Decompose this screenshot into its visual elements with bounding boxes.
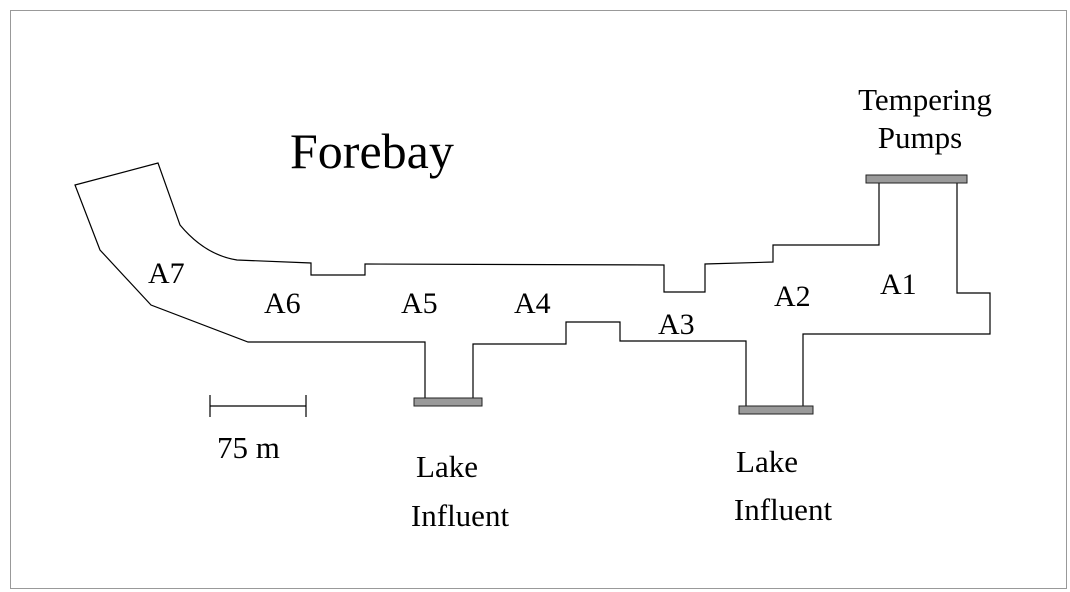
diagram-title: Forebay xyxy=(290,123,454,179)
lake-influent-right-bar xyxy=(738,405,814,415)
area-label-a6: A6 xyxy=(264,287,301,320)
lake-influent-right-line1: Lake xyxy=(736,444,798,479)
area-label-a5: A5 xyxy=(401,287,438,320)
scale-bar xyxy=(209,395,307,417)
tempering-label-line2: Pumps xyxy=(878,120,962,155)
lake-influent-right-line2: Influent xyxy=(734,492,833,527)
area-label-a3: A3 xyxy=(658,308,695,341)
lake-influent-left-line2: Influent xyxy=(411,498,510,533)
area-label-a7: A7 xyxy=(148,257,185,290)
scale-label: 75 m xyxy=(217,430,280,465)
area-label-a2: A2 xyxy=(774,280,811,313)
lake-influent-left-line1: Lake xyxy=(416,449,478,484)
figure-border xyxy=(10,10,1067,589)
forebay-outline xyxy=(74,162,991,409)
area-label-a4: A4 xyxy=(514,287,551,320)
lake-influent-left-bar xyxy=(413,397,483,407)
area-label-a1: A1 xyxy=(880,268,917,301)
tempering-label-line1: Tempering xyxy=(858,82,992,117)
tempering-pumps-bar xyxy=(865,174,968,184)
